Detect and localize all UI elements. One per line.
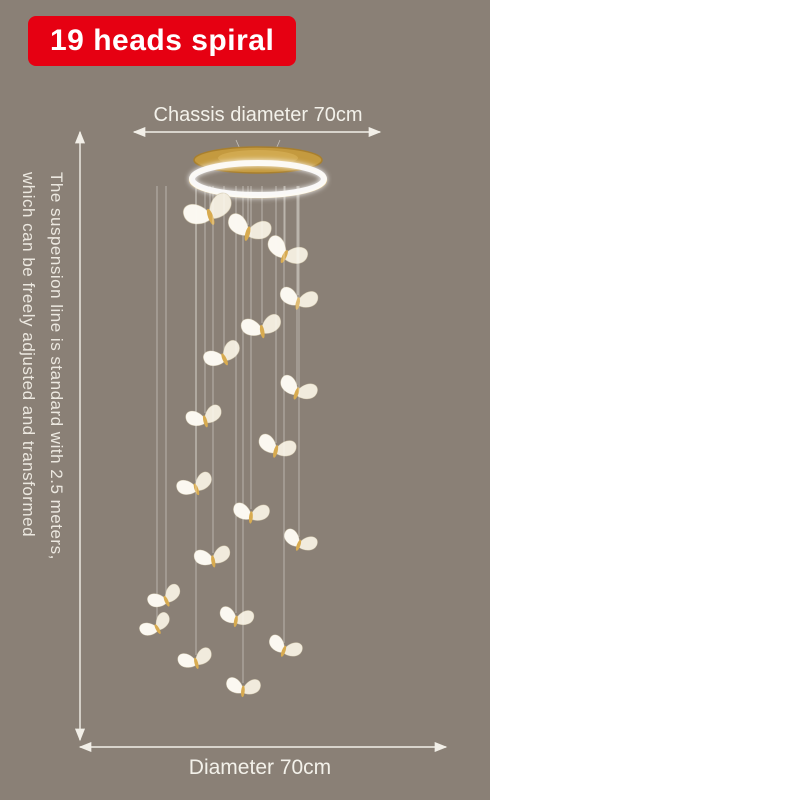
- butterfly-drops: [137, 186, 320, 700]
- top-dimension-label: Chassis diameter 70cm: [153, 104, 363, 126]
- chandelier-chassis: [188, 139, 328, 199]
- suspension-note-line2: which can be freely adjusted and transfo…: [19, 172, 39, 538]
- spec-panel: LED 108W 【Light body】：∅ 70cm 【Chassis】：∅…: [490, 0, 800, 800]
- title-badge: 19 heads spiral: [28, 16, 297, 66]
- dimension-arrows: [74, 126, 448, 753]
- bottom-dimension-label: Diameter 70cm: [188, 756, 332, 779]
- suspension-note-line1: The suspension line is standard with 2.5…: [47, 172, 67, 560]
- suspension-note: The suspension line is standard with 2.5…: [14, 172, 70, 712]
